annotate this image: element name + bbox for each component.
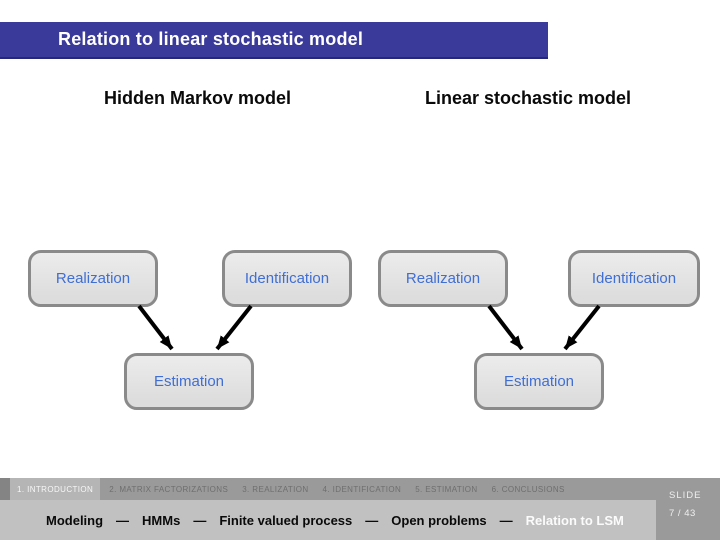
heading-linear-stochastic-model: Linear stochastic model <box>424 88 632 108</box>
arrow-lsm-realization-to-estimation <box>487 304 524 351</box>
arrow-hmm-identification-to-estimation <box>215 304 253 351</box>
section-identification[interactable]: 4. IDENTIFICATION <box>322 484 402 494</box>
slide-title-bar: Relation to linear stochastic model <box>0 22 548 59</box>
section-estimation[interactable]: 5. ESTIMATION <box>415 484 478 494</box>
lsm-estimation-node: Estimation <box>474 353 604 410</box>
arrow-hmm-realization-to-estimation <box>137 304 174 351</box>
section-nav: 1. INTRODUCTION 2. MATRIX FACTORIZATIONS… <box>0 478 570 500</box>
crumb-relation-to-lsm[interactable]: Relation to LSM <box>525 512 624 528</box>
hmm-realization-node: Realization <box>28 250 158 307</box>
crumb-separator: — <box>365 512 379 528</box>
crumb-separator: — <box>116 512 130 528</box>
slide-counter-label: SLIDE <box>669 490 702 501</box>
slide-counter: SLIDE 7 / 43 <box>656 478 720 540</box>
lsm-identification-node: Identification <box>568 250 700 307</box>
crumb-separator: — <box>499 512 513 528</box>
nav-left-marker <box>0 478 10 500</box>
hmm-identification-node: Identification <box>222 250 352 307</box>
slide-title: Relation to linear stochastic model <box>58 29 364 49</box>
arrow-lsm-identification-to-estimation <box>563 304 601 351</box>
crumb-finite-valued-process[interactable]: Finite valued process <box>219 512 353 528</box>
heading-hidden-markov-model: Hidden Markov model <box>103 88 292 108</box>
slide-counter-number: 7 / 43 <box>669 508 696 519</box>
crumb-separator: — <box>193 512 207 528</box>
section-matrix-factorizations[interactable]: 2. MATRIX FACTORIZATIONS <box>109 484 229 494</box>
lsm-realization-node: Realization <box>378 250 508 307</box>
crumb-open-problems[interactable]: Open problems <box>391 512 487 528</box>
section-conclusions[interactable]: 6. CONCLUSIONS <box>491 484 565 494</box>
subsection-bar: Modeling — HMMs — Finite valued process … <box>0 500 656 540</box>
crumb-modeling[interactable]: Modeling <box>46 512 104 528</box>
hmm-estimation-node: Estimation <box>124 353 254 410</box>
section-realization[interactable]: 3. REALIZATION <box>242 484 309 494</box>
crumb-hmms[interactable]: HMMs <box>142 512 181 528</box>
section-introduction[interactable]: 1. INTRODUCTION <box>10 478 101 500</box>
footer: 1. INTRODUCTION 2. MATRIX FACTORIZATIONS… <box>0 478 720 540</box>
